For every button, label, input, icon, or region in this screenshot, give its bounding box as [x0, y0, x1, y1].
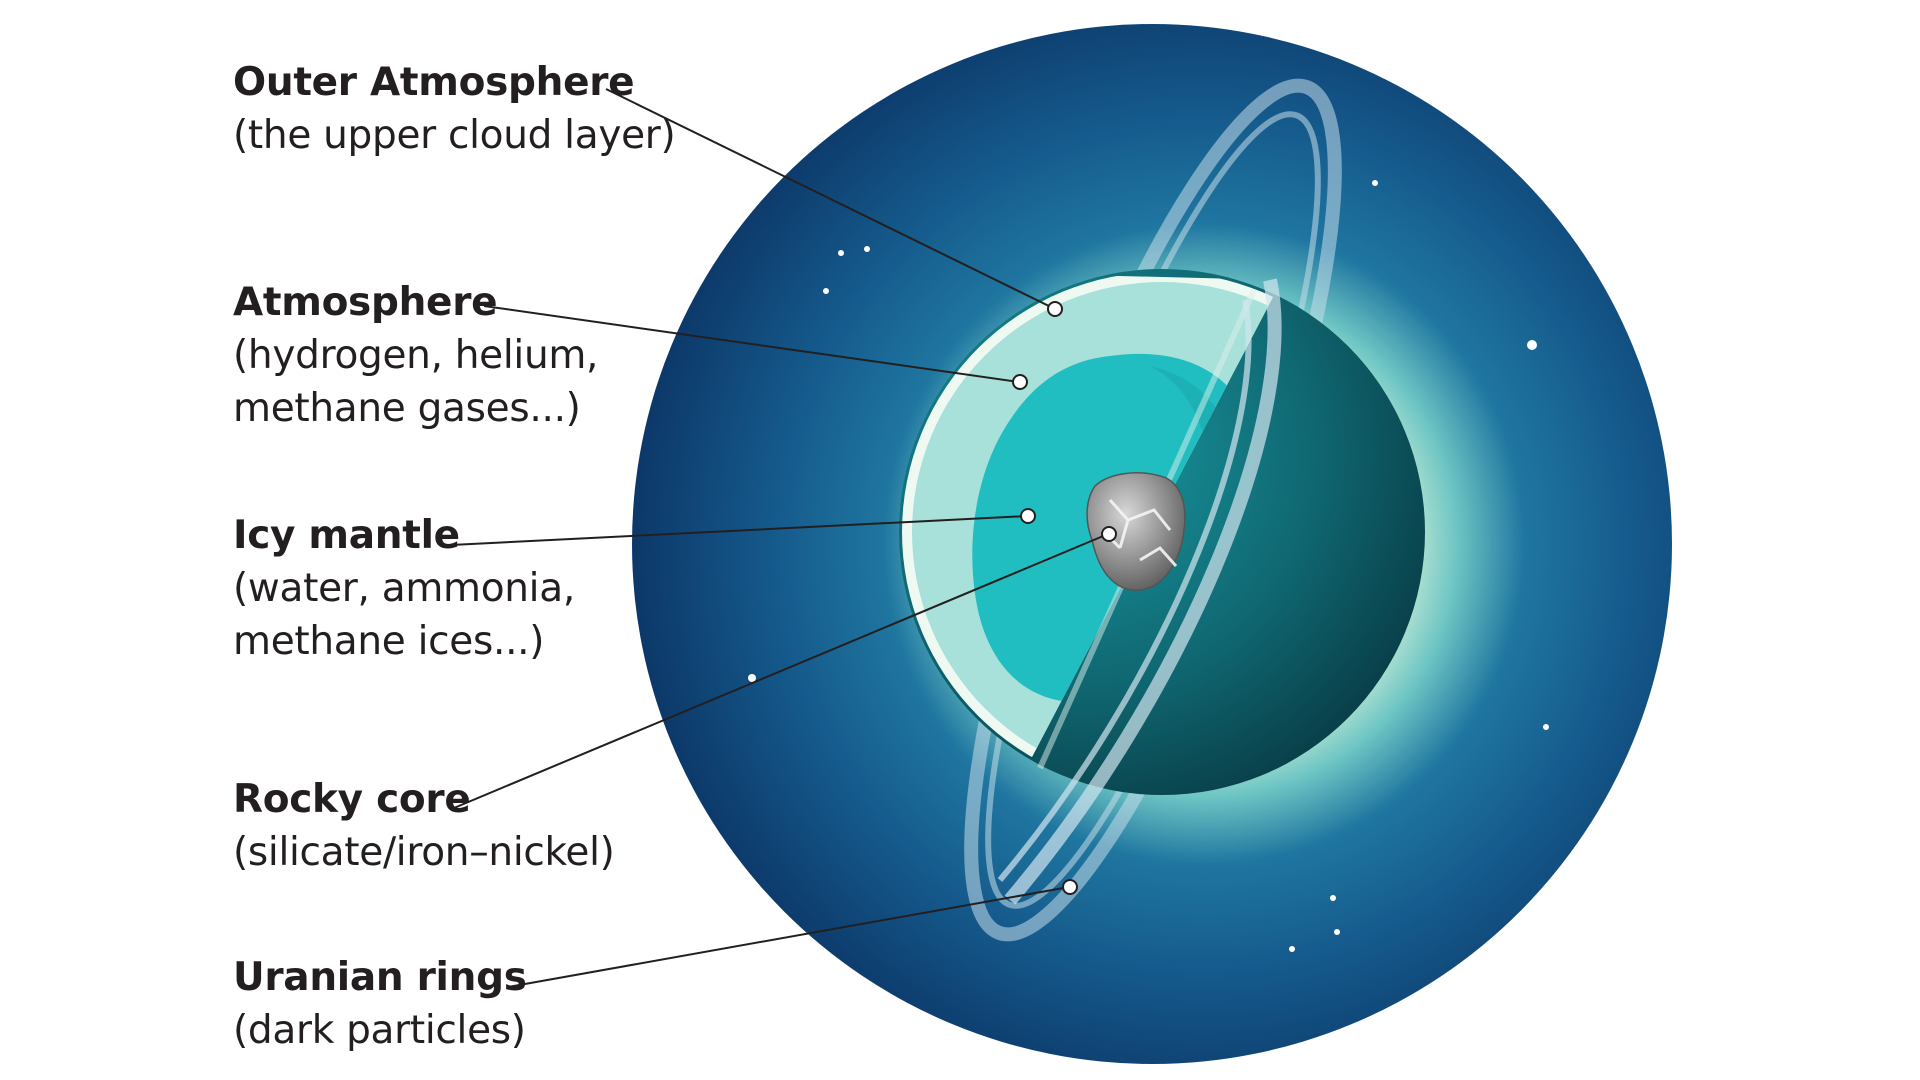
star: [1330, 895, 1336, 901]
pointer-dot-rocky-core: [1101, 526, 1117, 542]
label-title: Outer Atmosphere: [233, 60, 635, 105]
leader-line-rocky-core: [453, 533, 1109, 809]
pointer-dot-outer-atmosphere: [1047, 301, 1063, 317]
label-icy-mantle: Icy mantle (water, ammonia, methane ices…: [233, 509, 575, 668]
leader-lines: [450, 88, 1109, 988]
label-desc: (hydrogen, helium,: [233, 333, 599, 378]
star: [748, 674, 756, 682]
label-desc: (the upper cloud layer): [233, 113, 676, 158]
label-title: Uranian rings: [233, 955, 527, 1000]
label-desc: (dark particles): [233, 1008, 526, 1053]
star: [864, 246, 870, 252]
star: [1289, 946, 1295, 952]
star: [1372, 180, 1378, 186]
label-title: Rocky core: [233, 777, 471, 822]
star: [1334, 929, 1340, 935]
label-desc: methane gases...): [233, 386, 581, 431]
rocky-core-veins: [1100, 498, 1178, 567]
label-desc: (silicate/iron–nickel): [233, 830, 615, 875]
leader-line-outer-atmosphere: [605, 88, 1054, 309]
pointer-dot-uranian-rings: [1062, 879, 1078, 895]
label-atmosphere: Atmosphere (hydrogen, helium, methane ga…: [233, 276, 598, 435]
pointer-dot-atmosphere: [1012, 374, 1028, 390]
label-uranian-rings: Uranian rings (dark particles): [233, 951, 527, 1057]
inner-ring-front: [997, 299, 1252, 882]
label-title: Atmosphere: [233, 280, 498, 325]
leader-line-atmosphere: [483, 305, 1020, 383]
pointer-dots: [1012, 301, 1117, 895]
star: [1527, 340, 1537, 350]
label-desc: (water, ammonia,: [233, 566, 575, 611]
leader-line-uranian-rings: [507, 886, 1070, 988]
label-title: Icy mantle: [233, 513, 460, 558]
pointer-dot-icy-mantle: [1020, 508, 1036, 524]
rocky-core: [1086, 472, 1186, 591]
star: [1543, 724, 1549, 730]
label-desc: methane ices...): [233, 619, 545, 664]
rings-front: [997, 278, 1282, 905]
label-outer-atmosphere: Outer Atmosphere (the upper cloud layer): [233, 56, 676, 162]
outer-ring-front: [1004, 278, 1282, 905]
leader-line-icy-mantle: [450, 515, 1029, 546]
stars: [748, 180, 1549, 952]
star: [838, 250, 844, 256]
star: [823, 288, 829, 294]
label-rocky-core: Rocky core (silicate/iron–nickel): [233, 773, 615, 879]
